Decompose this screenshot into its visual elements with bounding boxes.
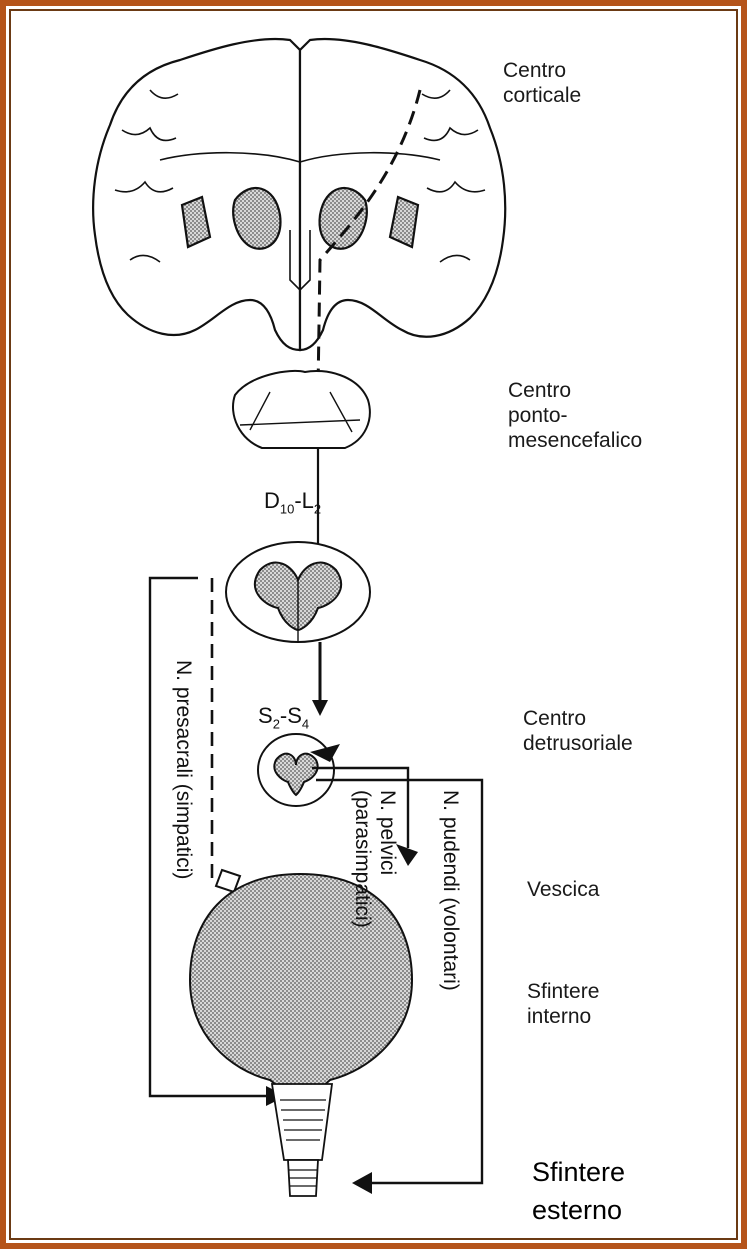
spinal-cord-s2-s4 xyxy=(258,734,334,806)
label-s2-s4: S2-S4 xyxy=(258,703,309,731)
internal-sphincter-shape xyxy=(272,1084,332,1160)
pons-section xyxy=(233,371,370,448)
label-nervi-pudendi: N. pudendi (volontari) xyxy=(438,790,463,991)
pudendal-arrow xyxy=(352,1172,372,1194)
d-to-s-arrow xyxy=(312,700,328,716)
brain-section xyxy=(93,39,505,350)
label-nervi-presacrali: N. presacrali (simpatici) xyxy=(171,660,196,879)
label-nervi-pelvici: N. pelvici(parasimpatici) xyxy=(350,790,400,928)
label-d10-l2: D10-L2 xyxy=(264,488,321,516)
spinal-cord-d10-l2 xyxy=(226,542,370,642)
label-vescica: Vescica xyxy=(527,877,599,902)
